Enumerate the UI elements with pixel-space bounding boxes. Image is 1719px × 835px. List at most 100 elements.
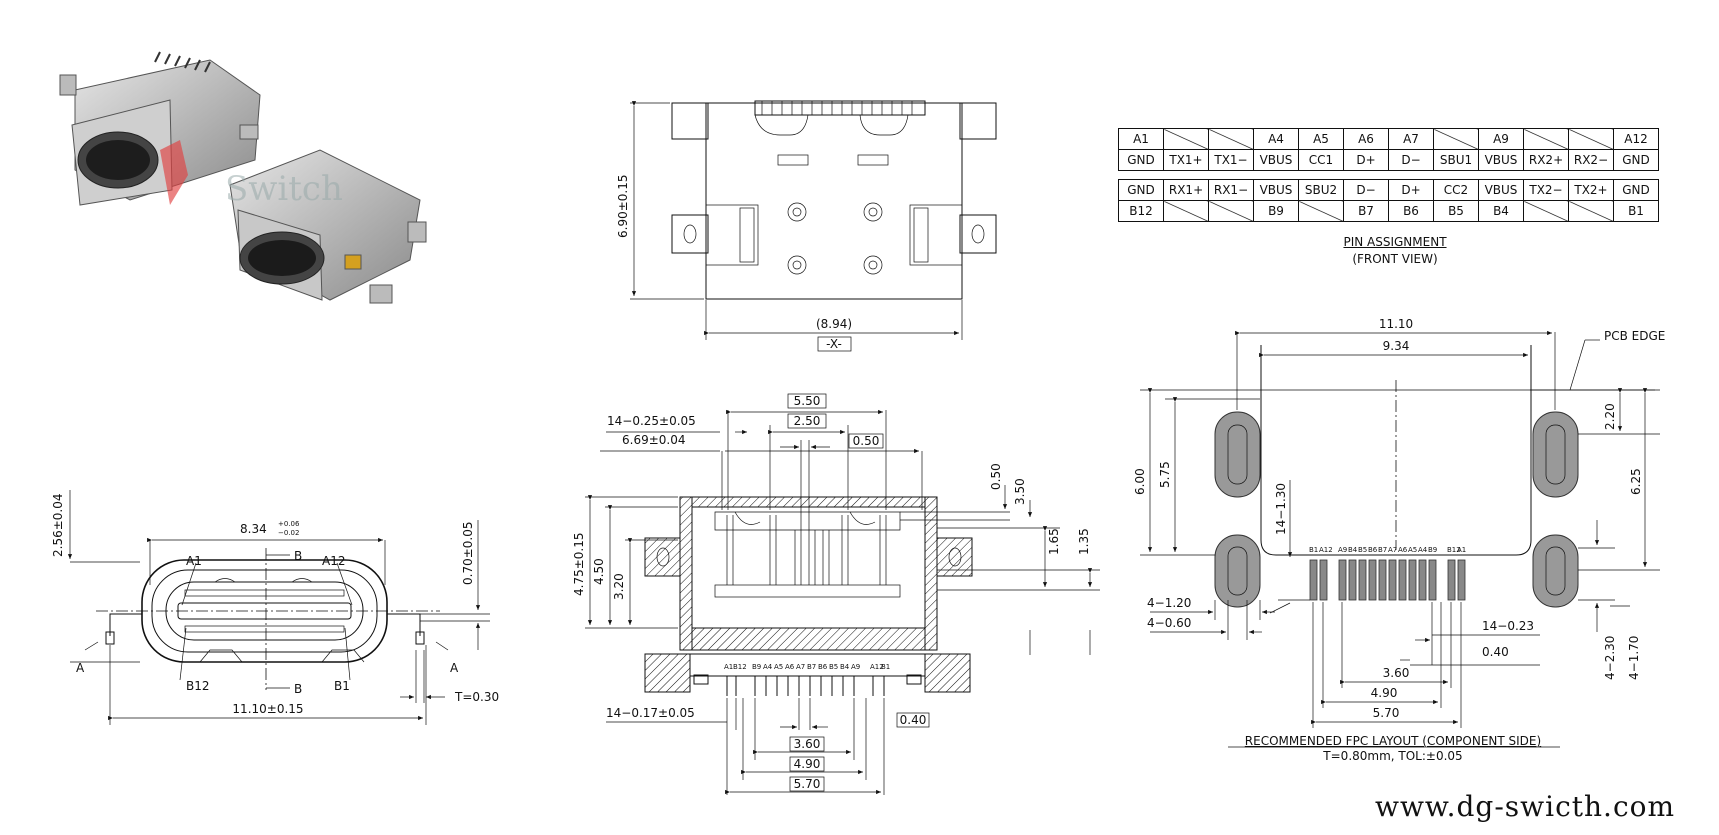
side-pin-label: B5 xyxy=(829,663,838,671)
table-cell: B5 xyxy=(1433,200,1479,222)
table-cell: VBUS xyxy=(1253,179,1299,201)
front-width-tol-upper: +0.06 xyxy=(278,520,300,528)
table-cell: A4 xyxy=(1253,128,1299,150)
table-cell: CC2 xyxy=(1433,179,1479,201)
fpc-pad-label: A5 xyxy=(1408,546,1417,554)
side-dim-165: 1.65 xyxy=(1047,528,1061,555)
table-cell: D+ xyxy=(1343,149,1389,171)
pin-assignment-table: A1 A4 A5 A6 A7 A9 A12 GND TX1+ TX1− VBUS… xyxy=(1118,128,1659,222)
side-pin-label: B1 xyxy=(881,663,890,671)
side-dim-360: 3.60 xyxy=(794,737,821,751)
fpc-pads xyxy=(1309,559,1466,601)
table-cell: TX1+ xyxy=(1163,149,1209,171)
table-cell: GND xyxy=(1613,149,1659,171)
side-dim-450: 4.50 xyxy=(592,558,606,585)
table-cell: D− xyxy=(1388,149,1434,171)
logo-mark xyxy=(160,140,188,205)
fpc-dim-600: 6.00 xyxy=(1133,468,1147,495)
fpc-caption: RECOMMENDED FPC LAYOUT (COMPONENT SIDE) xyxy=(1245,734,1541,748)
fpc-pad-label: B9 xyxy=(1428,546,1437,554)
front-t-dim: T=0.30 xyxy=(454,690,499,704)
fpc-pad-label: B4 xyxy=(1348,546,1358,554)
table-cell: A5 xyxy=(1298,128,1344,150)
fpc-dim-4120: 4−1.20 xyxy=(1147,596,1191,610)
top-datum: -X- xyxy=(826,337,842,351)
label-b-bottom: B xyxy=(294,682,302,696)
table-row: B12 B9 B7 B6 B5 B4 B1 xyxy=(1118,200,1659,222)
side-dim-135: 1.35 xyxy=(1077,528,1091,555)
table-row: A1 A4 A5 A6 A7 A9 A12 xyxy=(1118,128,1659,150)
pcb-edge-label: PCB EDGE xyxy=(1604,329,1665,343)
fpc-pad-labels: B1 A12 A9 B4 B5 B6 B7 A7 A6 A5 A4 B9 B12… xyxy=(1309,546,1466,554)
product-photo: Switch xyxy=(59,51,427,304)
table-cell-empty xyxy=(1523,200,1569,222)
fpc-dim-4230: 4−2.30 xyxy=(1603,636,1617,680)
table-cell-empty xyxy=(1433,128,1479,150)
table-gap-row xyxy=(1118,170,1659,180)
label-b12: B12 xyxy=(186,679,210,693)
fpc-dim-570: 5.70 xyxy=(1373,706,1400,720)
side-pin-label: B6 xyxy=(818,663,828,671)
side-dim-550: 5.50 xyxy=(794,394,821,408)
table-cell-empty xyxy=(1208,128,1254,150)
table-cell: RX2− xyxy=(1568,149,1614,171)
label-b-top: B xyxy=(294,549,302,563)
table-cell-empty xyxy=(1568,200,1614,222)
table-cell: VBUS xyxy=(1253,149,1299,171)
table-cell: A9 xyxy=(1478,128,1524,150)
front-height-dim: 2.56±0.04 xyxy=(51,494,65,558)
label-a1: A1 xyxy=(186,554,202,568)
top-height-dim: 6.90±0.15 xyxy=(616,175,630,239)
mount-slots xyxy=(1214,411,1579,608)
fpc-dim-1110: 11.10 xyxy=(1379,317,1413,331)
top-width-dim: (8.94) xyxy=(816,317,852,331)
table-cell: D+ xyxy=(1388,179,1434,201)
side-pin-label: B4 xyxy=(840,663,850,671)
side-pin-label: A1 xyxy=(724,663,733,671)
side-pin-label: A12 xyxy=(870,663,884,671)
table-cell: VBUS xyxy=(1478,149,1524,171)
side-dim-669: 6.69±0.04 xyxy=(622,433,686,447)
table-cell: RX2+ xyxy=(1523,149,1569,171)
side-pin-label: A9 xyxy=(851,663,860,671)
fpc-dim-490: 4.90 xyxy=(1371,686,1398,700)
side-pin-labels: A1 B12 B9 A4 A5 A6 A7 B7 B6 B5 B4 A9 A12… xyxy=(724,663,890,671)
fpc-dim-360: 3.60 xyxy=(1383,666,1410,680)
table-cell: TX2− xyxy=(1523,179,1569,201)
table-cell: RX1− xyxy=(1208,179,1254,201)
label-a-left: A xyxy=(76,661,85,675)
table-cell: D− xyxy=(1343,179,1389,201)
side-pin-label: B7 xyxy=(807,663,816,671)
side-dim-pitch-bottom: 14−0.17±0.05 xyxy=(606,706,695,720)
front-width-tol-lower: −0.02 xyxy=(278,529,299,537)
table-cell: RX1+ xyxy=(1163,179,1209,201)
side-dim-250: 2.50 xyxy=(794,414,821,428)
side-pin-label: A7 xyxy=(796,663,805,671)
table-cell: B4 xyxy=(1478,200,1524,222)
table-cell: GND xyxy=(1613,179,1659,201)
table-cell-empty xyxy=(1568,128,1614,150)
side-dim-040: 0.40 xyxy=(900,713,927,727)
fpc-pad-label: A4 xyxy=(1418,546,1428,554)
table-cell: B6 xyxy=(1388,200,1434,222)
website-url: www.dg-swicth.com xyxy=(1375,790,1676,823)
fpc-pad-label: A7 xyxy=(1388,546,1397,554)
side-dim-050r: 0.50 xyxy=(989,463,1003,490)
side-dim-475: 4.75±0.15 xyxy=(572,533,586,597)
fpc-pad-label: B7 xyxy=(1378,546,1387,554)
table-cell: GND xyxy=(1118,149,1164,171)
table-cell: SBU1 xyxy=(1433,149,1479,171)
table-row: GND TX1+ TX1− VBUS CC1 D+ D− SBU1 VBUS R… xyxy=(1118,149,1659,171)
side-dim-490: 4.90 xyxy=(794,757,821,771)
table-cell: A1 xyxy=(1118,128,1164,150)
table-row: GND RX1+ RX1− VBUS SBU2 D− D+ CC2 VBUS T… xyxy=(1118,179,1659,201)
table-cell: CC1 xyxy=(1298,149,1344,171)
watermark-text: Switch xyxy=(225,169,343,209)
fpc-dim-4170: 4−1.70 xyxy=(1627,636,1641,680)
top-view: 6.90±0.15 (8.94) -X- xyxy=(616,100,997,352)
table-cell: A7 xyxy=(1388,128,1434,150)
side-dim-320: 3.20 xyxy=(612,573,626,600)
fpc-subcaption: T=0.80mm, TOL:±0.05 xyxy=(1322,749,1462,763)
table-cell-empty xyxy=(1163,128,1209,150)
fpc-pad-label: B6 xyxy=(1368,546,1378,554)
